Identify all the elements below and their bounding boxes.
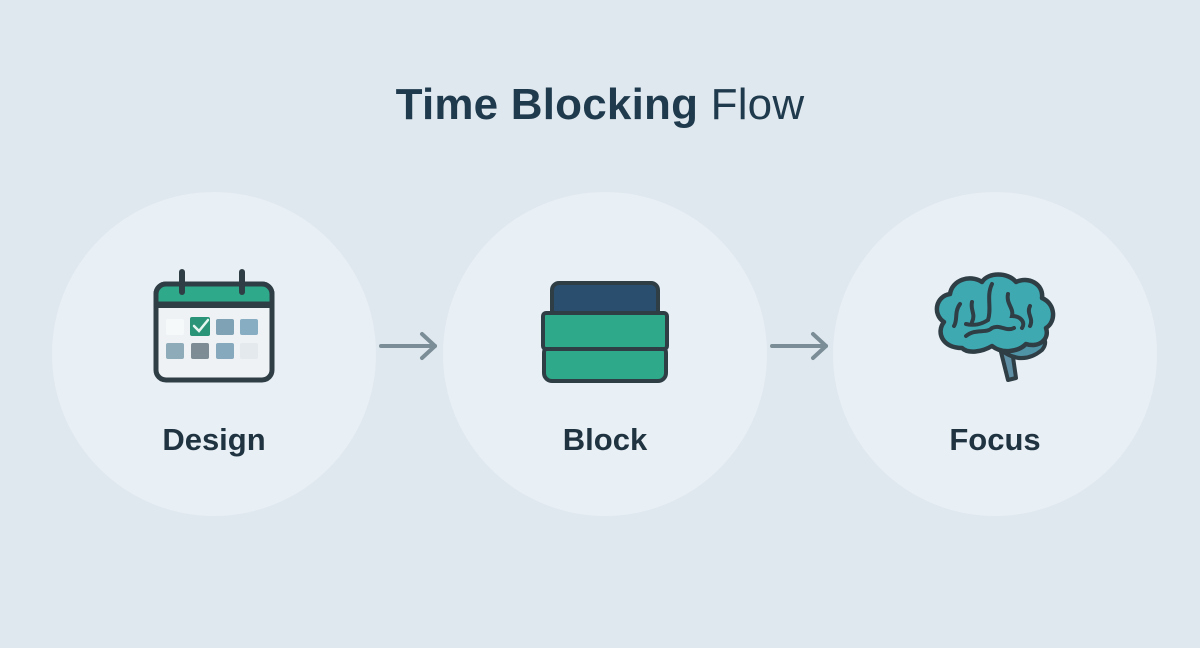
- arrow-right-icon: [378, 331, 440, 366]
- step-label-focus: Focus: [949, 422, 1041, 457]
- step-focus: Focus: [833, 192, 1157, 516]
- step-label-design: Design: [162, 422, 266, 457]
- calendar-check-icon: [152, 268, 276, 389]
- title-light: Flow: [710, 80, 805, 129]
- step-design: Design: [52, 192, 376, 516]
- step-label-block: Block: [562, 422, 648, 457]
- brain-icon: [930, 270, 1060, 391]
- stacked-block-icon: [535, 280, 675, 389]
- title-bold: Time Blocking: [395, 80, 699, 129]
- arrow-right-icon: [769, 331, 831, 366]
- step-block: Block: [443, 192, 767, 516]
- diagram-title: Time Blocking Flow: [0, 80, 1200, 130]
